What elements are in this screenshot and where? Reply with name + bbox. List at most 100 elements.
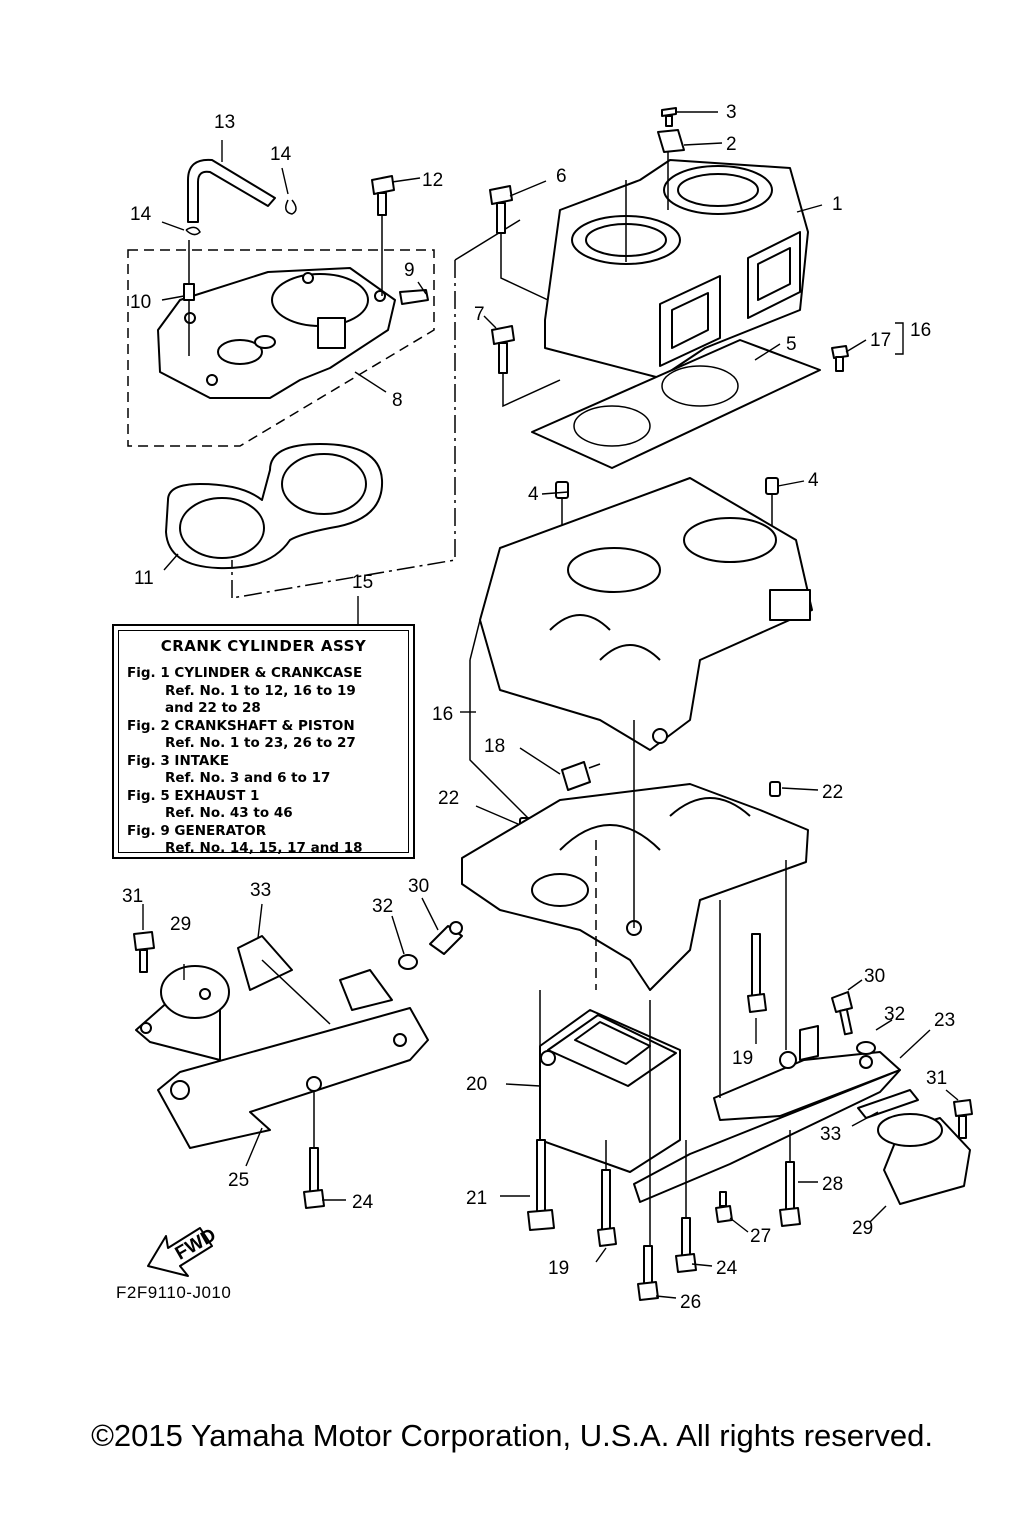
bolt-12: [371, 175, 395, 296]
electrical-box-part: [539, 1009, 681, 1173]
bracket-2: [657, 129, 685, 153]
drawing-code: F2F9110-J010: [116, 1283, 232, 1302]
right-mount-bracket-part: [633, 1025, 901, 1203]
bolt-6: [489, 185, 549, 301]
bolt-28: [779, 1130, 801, 1227]
assembly-info-box: CRANK CYLINDER ASSY Fig. 1 CYLINDER & CR…: [112, 624, 415, 859]
hose-part: [185, 158, 297, 236]
base-gasket-part: [531, 339, 821, 469]
callout-22: 22: [822, 782, 843, 803]
dowel-4-right: [765, 477, 779, 495]
info-line: Ref. No. 43 to 46: [165, 805, 293, 821]
callout-30: 30: [864, 966, 885, 987]
callout-2: 2: [726, 134, 737, 155]
callout-28: 28: [822, 1174, 843, 1195]
callout-3: 3: [726, 102, 737, 123]
info-line: Fig. 5 EXHAUST 1: [127, 787, 260, 804]
callout-20: 20: [466, 1074, 487, 1095]
callout-31: 31: [122, 886, 143, 907]
stud-19-right: [747, 933, 767, 1013]
fitting-part: [399, 289, 429, 305]
left-mount-bracket-part: [157, 969, 429, 1150]
callout-23: 23: [934, 1010, 955, 1031]
callout-26: 26: [680, 1292, 701, 1313]
callout-4: 4: [528, 484, 539, 505]
intake-group-frame: [127, 249, 435, 447]
callout-16: 16: [910, 320, 931, 341]
head-gasket-part: [165, 443, 384, 570]
callout-27: 27: [750, 1226, 771, 1247]
washer-32-right: [856, 1041, 876, 1055]
callout-12: 12: [422, 170, 443, 191]
info-line: Ref. No. 1 to 23, 26 to 27: [165, 735, 356, 751]
callout-17: 17: [870, 330, 891, 351]
callout-9: 9: [404, 260, 415, 281]
bolt-17: [831, 345, 849, 372]
callout-4: 4: [808, 470, 819, 491]
stud-19-left: [597, 1169, 617, 1247]
dowel-pin-10: [183, 283, 195, 301]
forward-arrow-icon: FWD: [147, 1225, 220, 1277]
dowel-22-right: [769, 781, 781, 797]
callout-leaders: [142, 111, 959, 1299]
info-line: Ref. No. 3 and 6 to 17: [165, 770, 331, 786]
callout-21: 21: [466, 1188, 487, 1209]
callout-24: 24: [716, 1258, 738, 1279]
bolt-27: [715, 1191, 733, 1223]
screw-3: [661, 107, 677, 127]
info-line: Ref. No. 1 to 12, 16 to 19: [165, 682, 356, 699]
info-line: Fig. 3 INTAKE: [127, 752, 230, 769]
callout-14: 14: [270, 144, 292, 165]
callout-6: 6: [556, 166, 567, 187]
info-line: Fig. 2 CRANKSHAFT & PISTON: [127, 717, 355, 734]
bolt-30-right: [831, 991, 853, 1036]
info-line: Fig. 1 CYLINDER & CRANKCASE: [127, 665, 363, 681]
callout-33: 33: [250, 880, 271, 901]
lower-crankcase-part: [461, 720, 809, 991]
engine-mount-right: [877, 1113, 971, 1205]
callout-18: 18: [484, 736, 505, 757]
callout-numbers: 1 2 3 4 4 5 6 7 8 9 10 11 12 13 14 14 15…: [122, 102, 955, 1313]
upper-crankcase-part: [479, 477, 813, 751]
intake-cover-part: [157, 267, 396, 399]
cylinder-block-part: [544, 150, 809, 379]
bolt-31-right: [953, 1099, 973, 1139]
callout-16: 16: [432, 704, 453, 725]
callout-10: 10: [130, 292, 151, 313]
callout-32: 32: [372, 896, 393, 917]
callout-29: 29: [170, 914, 191, 935]
callout-8: 8: [392, 390, 403, 411]
bolt-30-left: [429, 921, 463, 955]
copyright-notice: ©2015 Yamaha Motor Corporation, U.S.A. A…: [91, 1418, 933, 1453]
callout-15: 15: [352, 572, 373, 593]
callout-13: 13: [214, 112, 235, 133]
info-line: and 22 to 28: [165, 700, 261, 716]
callout-19: 19: [732, 1048, 753, 1069]
callout-29: 29: [852, 1218, 873, 1239]
assembly-info-inner: CRANK CYLINDER ASSY Fig. 1 CYLINDER & CR…: [118, 630, 409, 856]
bolt-21: [527, 1139, 555, 1231]
callout-31: 31: [926, 1068, 947, 1089]
callout-14: 14: [130, 204, 152, 225]
bolt-31-left: [133, 931, 155, 973]
bolt-7: [491, 325, 561, 408]
callout-32: 32: [884, 1004, 905, 1025]
assembly-title: CRANK CYLINDER ASSY: [160, 637, 367, 655]
info-line: Fig. 9 GENERATOR: [127, 822, 267, 839]
shim-33-right: [857, 1089, 919, 1119]
bolt-24-left: [303, 1147, 325, 1209]
callout-11: 11: [134, 568, 154, 589]
washer-32-left: [398, 954, 418, 970]
callout-33: 33: [820, 1124, 841, 1145]
sleeve-18: [561, 761, 601, 791]
callout-30: 30: [408, 876, 429, 897]
callout-19: 19: [548, 1258, 569, 1279]
callout-22: 22: [438, 788, 459, 809]
engine-mount-left: [135, 965, 230, 1061]
info-line: Ref. No. 14, 15, 17 and 18: [165, 840, 363, 856]
callout-7: 7: [474, 304, 485, 325]
callout-5: 5: [786, 334, 797, 355]
callout-1: 1: [832, 194, 843, 215]
dowel-4-left: [555, 481, 569, 499]
